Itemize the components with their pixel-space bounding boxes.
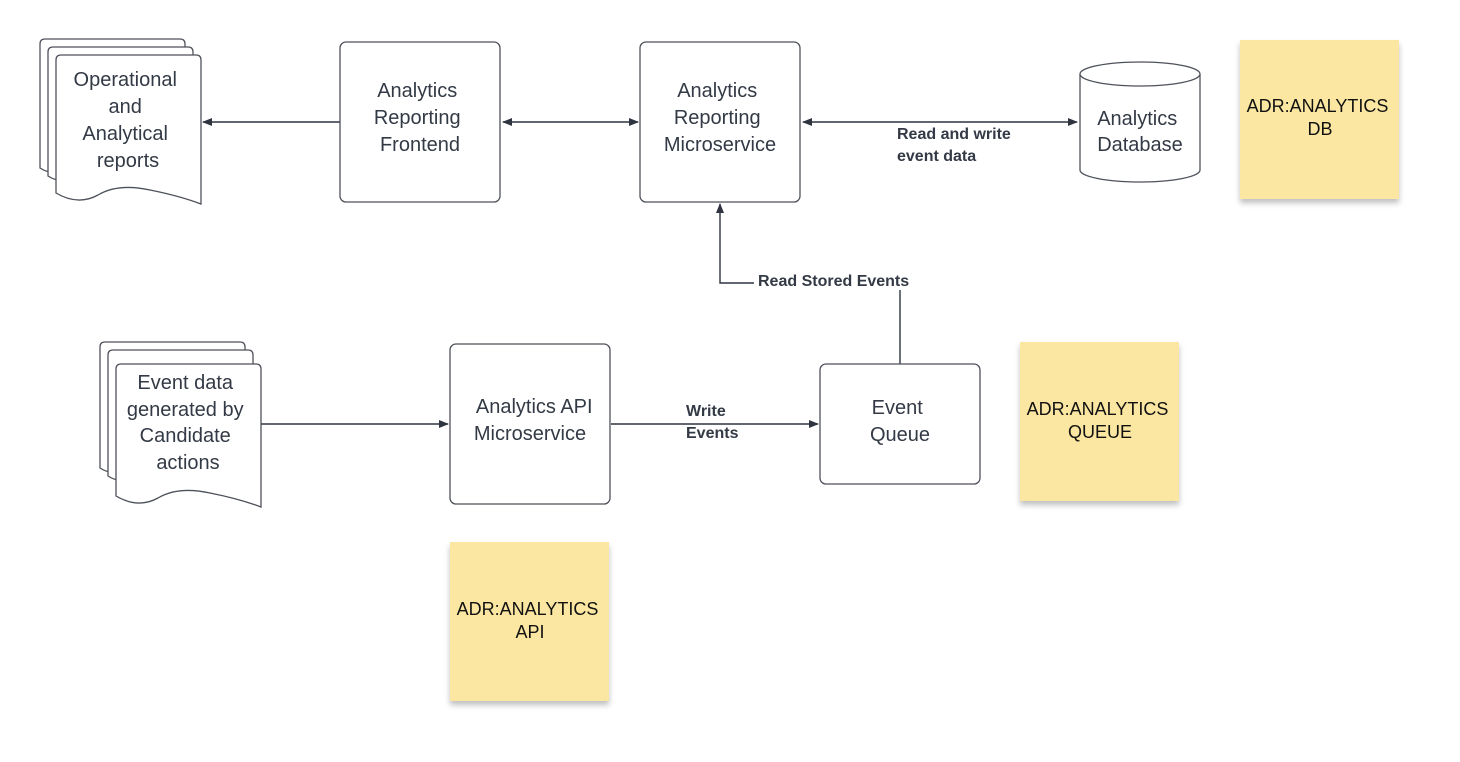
event-doc-line: Candidate bbox=[140, 425, 231, 447]
analytics-api-microservice-node: Analytics API Microservice bbox=[449, 343, 611, 505]
edge-label-write-events: Write Events bbox=[686, 403, 739, 442]
event-queue-node: Event Queue bbox=[819, 363, 981, 485]
note-api-label: ADR:ANALYTICS API bbox=[457, 599, 604, 642]
edge-label-line: Read and write bbox=[897, 126, 1011, 143]
note-line: DB bbox=[1307, 119, 1332, 139]
note-line: QUEUE bbox=[1068, 422, 1132, 442]
api-ms-line: Microservice bbox=[474, 423, 586, 445]
reports-doc-line: Operational bbox=[74, 69, 177, 91]
queue-line: Event bbox=[872, 397, 924, 419]
sticky-note-db: ADR:ANALYTICS DB bbox=[1240, 40, 1399, 199]
reporting-ms-line: Analytics bbox=[677, 80, 757, 102]
edge-label-read-write: Read and write event data bbox=[897, 126, 1015, 165]
edge-label-line: Read Stored Events bbox=[758, 273, 909, 290]
api-ms-label: Analytics API Microservice bbox=[474, 396, 598, 445]
note-line: ADR:ANALYTICS bbox=[1027, 399, 1169, 419]
sticky-note-api: ADR:ANALYTICS API bbox=[450, 542, 609, 701]
edge-label-line: Write bbox=[686, 403, 726, 420]
event-doc-line: Event data bbox=[137, 372, 234, 394]
frontend-label: Analytics Reporting Frontend bbox=[374, 80, 466, 156]
database-line: Database bbox=[1097, 134, 1183, 156]
note-line: ADR:ANALYTICS bbox=[457, 599, 599, 619]
note-db-label: ADR:ANALYTICS DB bbox=[1247, 96, 1394, 139]
sticky-note-queue: ADR:ANALYTICS QUEUE bbox=[1020, 342, 1179, 501]
frontend-line: Analytics bbox=[377, 80, 457, 102]
operational-reports-document: Operational and Analytical reports bbox=[39, 38, 202, 205]
edge-label-read-stored: Read Stored Events bbox=[758, 273, 909, 290]
api-ms-line: Analytics API bbox=[476, 396, 593, 418]
note-line: API bbox=[515, 622, 544, 642]
database-label: Analytics Database bbox=[1097, 108, 1183, 156]
frontend-line: Reporting bbox=[374, 107, 461, 129]
event-doc-label: Event data generated by Candidate action… bbox=[127, 372, 249, 474]
reports-doc-label: Operational and Analytical reports bbox=[74, 69, 183, 172]
frontend-line: Frontend bbox=[380, 134, 460, 156]
note-line: ADR:ANALYTICS bbox=[1247, 96, 1389, 116]
note-queue-label: ADR:ANALYTICS QUEUE bbox=[1027, 399, 1174, 442]
database-line: Analytics bbox=[1097, 108, 1177, 130]
reports-doc-line: reports bbox=[97, 150, 159, 172]
analytics-reporting-microservice-node: Analytics Reporting Microservice bbox=[639, 41, 801, 203]
reports-doc-line: Analytical bbox=[82, 123, 168, 145]
queue-label: Event Queue bbox=[870, 397, 930, 446]
event-doc-line: actions bbox=[156, 452, 219, 474]
edge-label-line: Events bbox=[686, 425, 739, 442]
queue-line: Queue bbox=[870, 424, 930, 446]
event-data-document: Event data generated by Candidate action… bbox=[99, 341, 262, 508]
reports-doc-line: and bbox=[109, 96, 142, 118]
analytics-database-node: Analytics Database bbox=[1079, 61, 1201, 183]
event-doc-line: generated by bbox=[127, 399, 244, 421]
reporting-ms-line: Microservice bbox=[664, 134, 776, 156]
reporting-ms-label: Analytics Reporting Microservice bbox=[664, 80, 776, 156]
edge-label-line: event data bbox=[897, 148, 976, 165]
reporting-ms-line: Reporting bbox=[674, 107, 761, 129]
analytics-reporting-frontend-node: Analytics Reporting Frontend bbox=[339, 41, 501, 203]
